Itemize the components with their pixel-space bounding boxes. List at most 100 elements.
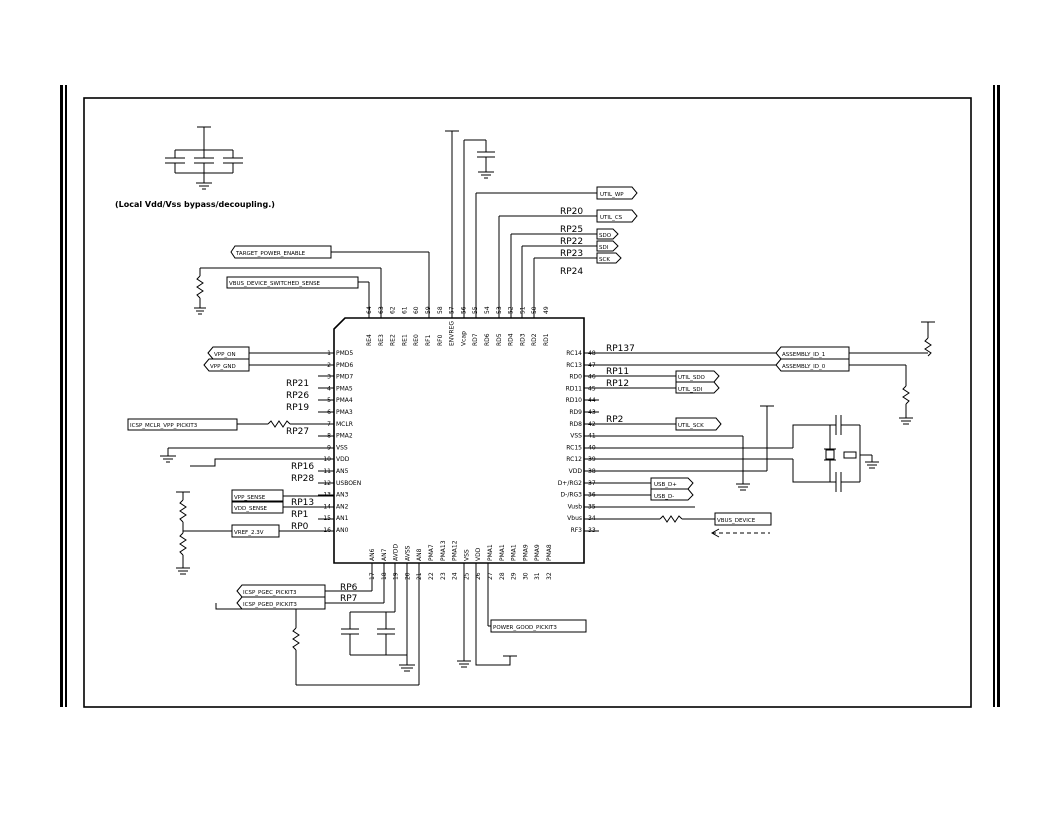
ref-rp0: RP0 (291, 522, 309, 532)
pin-label: VSS (336, 444, 348, 451)
svg-text:VDD_SENSE: VDD_SENSE (234, 506, 268, 512)
pin-number: 45 (588, 385, 596, 392)
pin-number: 46 (588, 374, 596, 381)
pin-number: 54 (484, 306, 491, 314)
bottom-wiring (215, 563, 517, 686)
pin-label: RD8 (569, 421, 582, 428)
svg-text:ICSP_PGEC_PICKIT3: ICSP_PGEC_PICKIT3 (243, 590, 297, 596)
svg-text:VREF_2.3V: VREF_2.3V (234, 530, 264, 536)
flag-vref: VREF_2.3V (231, 524, 280, 538)
pin-label: AN0 (336, 527, 349, 534)
pin-label: VSS (463, 549, 470, 561)
ref-rp2: RP2 (606, 415, 623, 425)
pin-label: VSS (570, 433, 582, 440)
pin-label: RD7 (472, 333, 479, 346)
flag-usb-dm: USB_D- (650, 488, 694, 501)
svg-text:ICSP_PGED_PICKIT3: ICSP_PGED_PICKIT3 (243, 602, 297, 608)
flag-vpp-sense: VPP_SENSE (231, 489, 284, 503)
pin-label: PMA9 (522, 544, 529, 561)
svg-text:UTIL_SDI: UTIL_SDI (678, 387, 703, 393)
flag-sdo: SDO (596, 228, 619, 240)
svg-text:UTIL_SDO: UTIL_SDO (678, 375, 706, 381)
pin-label: RD0 (569, 374, 582, 381)
pin-label: AN1 (336, 515, 349, 522)
pin-number: 32 (546, 572, 553, 580)
ref-rp12: RP12 (606, 379, 629, 389)
pin-number: 23 (440, 572, 447, 580)
pin-label: AN8 (416, 548, 423, 561)
ref-rp6: RP6 (340, 583, 358, 593)
ref-rp1: RP1 (291, 510, 308, 520)
ref-rp28: RP28 (291, 474, 314, 484)
page-border (60, 85, 1000, 708)
ref-rp27: RP27 (286, 427, 309, 437)
pin-label: USBOEN (336, 480, 361, 487)
svg-text:SDI: SDI (599, 245, 609, 251)
pin-number: 3 (327, 374, 331, 381)
pin-number: 27 (487, 572, 494, 580)
ref-rp137: RP137 (606, 344, 635, 354)
pin-label: AVDD (393, 544, 400, 561)
svg-text:USB_D+: USB_D+ (654, 482, 677, 488)
svg-text:VPP_SENSE: VPP_SENSE (234, 495, 266, 501)
pin-label: RE2 (390, 334, 397, 346)
ref-rp24: RP24 (560, 267, 583, 277)
pin-label: D+/RG2 (558, 480, 582, 487)
flag-sck: SCK (596, 252, 622, 264)
pin-number: 4 (327, 385, 331, 392)
pin-number: 51 (519, 306, 526, 314)
pins-right: 48RC1447RC1346RD045RD1144RD1043RD942RD84… (558, 350, 596, 534)
pin-label: PMD7 (336, 374, 353, 381)
pin-label: Vcap (460, 331, 467, 346)
flag-icsp-mclr: ICSP_MCLR_VPP_PICKIT3 (127, 418, 238, 431)
pin-number: 60 (413, 306, 420, 314)
pin-number: 30 (522, 572, 529, 580)
bypass-capacitors (165, 126, 243, 190)
pin-label: RC15 (566, 444, 582, 451)
pin-label: PMA3 (336, 409, 353, 416)
flag-util-cs: UTIL_CS (596, 209, 638, 223)
flag-assembly-id-1: ASSEMBLY_ID_1 (775, 346, 850, 360)
pin-label: RD10 (566, 397, 583, 404)
pin-label: PMA4 (336, 397, 353, 404)
pin-label: PMA1 (499, 544, 506, 561)
left-wiring (160, 352, 334, 575)
pin-label: PMA9 (534, 544, 541, 561)
pin-number: 28 (499, 572, 506, 580)
svg-text:ASSEMBLY_ID_0: ASSEMBLY_ID_0 (782, 364, 826, 370)
pin-number: 39 (588, 456, 596, 463)
pin-number: 10 (323, 456, 331, 463)
pin-label: AN7 (381, 548, 388, 561)
pin-label: RF0 (437, 334, 444, 346)
flag-icsp-pged: ICSP_PGED_PICKIT3 (236, 596, 326, 610)
pin-number: 21 (416, 572, 423, 580)
pin-label: AN3 (336, 492, 349, 499)
flag-power-good: POWER_GOOD_PICKIT3 (490, 619, 587, 633)
pin-number: 26 (475, 572, 482, 580)
pin-number: 20 (404, 572, 411, 580)
flag-vdd-sense: VDD_SENSE (231, 500, 284, 514)
flag-vpp-gnd: VPP_GND (203, 358, 250, 372)
right-wiring (584, 321, 935, 538)
pin-label: PMD5 (336, 350, 353, 357)
pin-label: RD9 (569, 409, 582, 416)
ref-rp16: RP16 (291, 462, 314, 472)
pin-label: RD3 (519, 333, 526, 346)
pin-label: PMA1 (511, 544, 518, 561)
pin-label: PMD6 (336, 362, 353, 369)
flag-vpp-on: VPP_ON (207, 346, 250, 360)
pin-label: AN6 (369, 548, 376, 561)
ref-rp23: RP23 (560, 249, 583, 259)
pin-number: 44 (588, 397, 596, 404)
flag-vbus-device-switched-sense: VBUS_DEVICE_SWITCHED_SENSE (226, 276, 359, 289)
top-wiring (194, 130, 597, 318)
pin-label: ENVREG (449, 321, 456, 346)
svg-text:SDO: SDO (599, 233, 612, 239)
pin-label: RD1 (543, 333, 550, 346)
mcu-chip-body (333, 317, 585, 564)
svg-text:VBUS_DEVICE: VBUS_DEVICE (717, 518, 756, 524)
flag-target-power-enable: TARGET_POWER_ENABLE (230, 245, 332, 259)
pin-label: RD11 (566, 385, 583, 392)
